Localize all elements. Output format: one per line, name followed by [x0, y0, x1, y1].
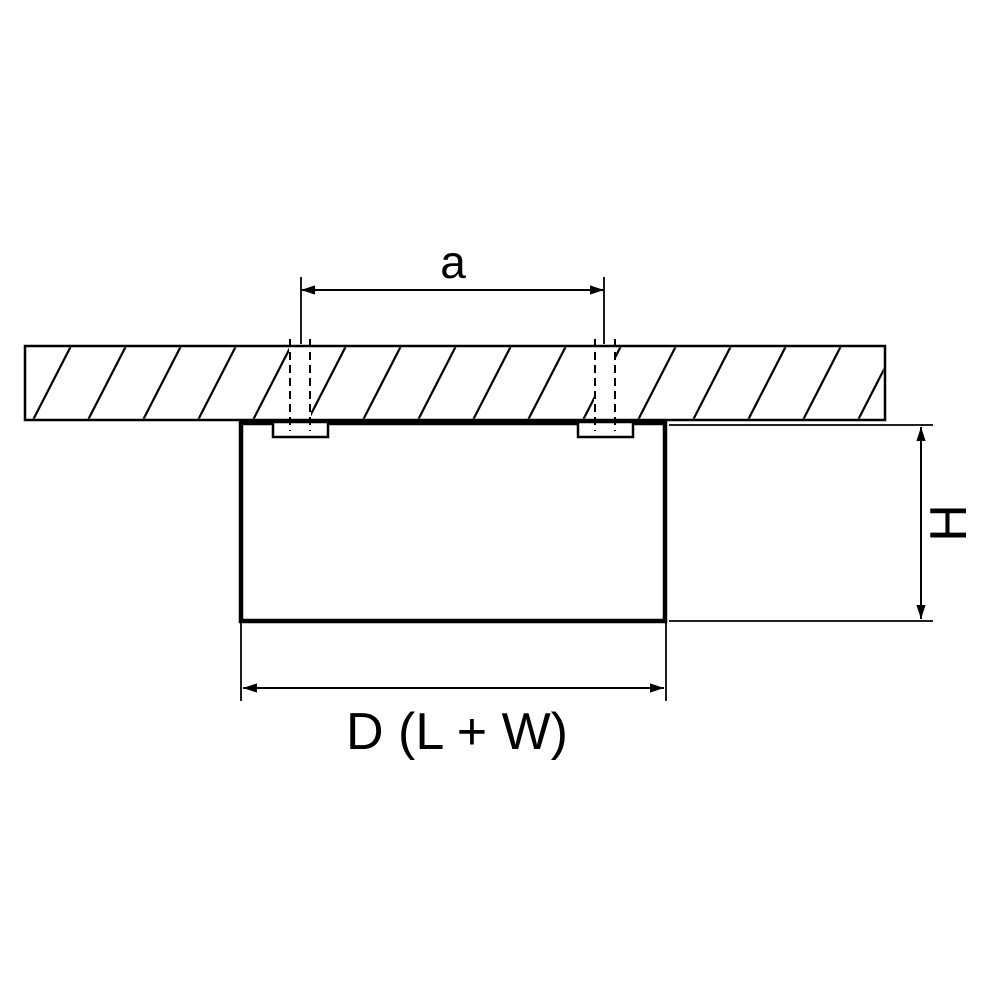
ceiling-hatch-right [616, 347, 884, 419]
ceiling-hatch-left [26, 347, 289, 419]
dimension-d-label: D (L + W) [346, 703, 568, 761]
mounting-tab-right [576, 420, 635, 439]
dimension-a: a [300, 236, 605, 344]
mounting-hole-right [594, 339, 616, 431]
dimension-h: H [669, 424, 978, 622]
mounting-hole-left [289, 339, 311, 431]
fixture-body [238, 420, 668, 624]
ceiling-hatch-middle [311, 347, 594, 419]
mounting-tab-left [271, 420, 330, 439]
fixture-body-outline [238, 420, 668, 624]
dimension-d: D (L + W) [240, 623, 667, 761]
ceiling-slab [23, 344, 887, 422]
dimension-h-label: H [920, 504, 978, 542]
dimension-a-label: a [440, 236, 466, 288]
